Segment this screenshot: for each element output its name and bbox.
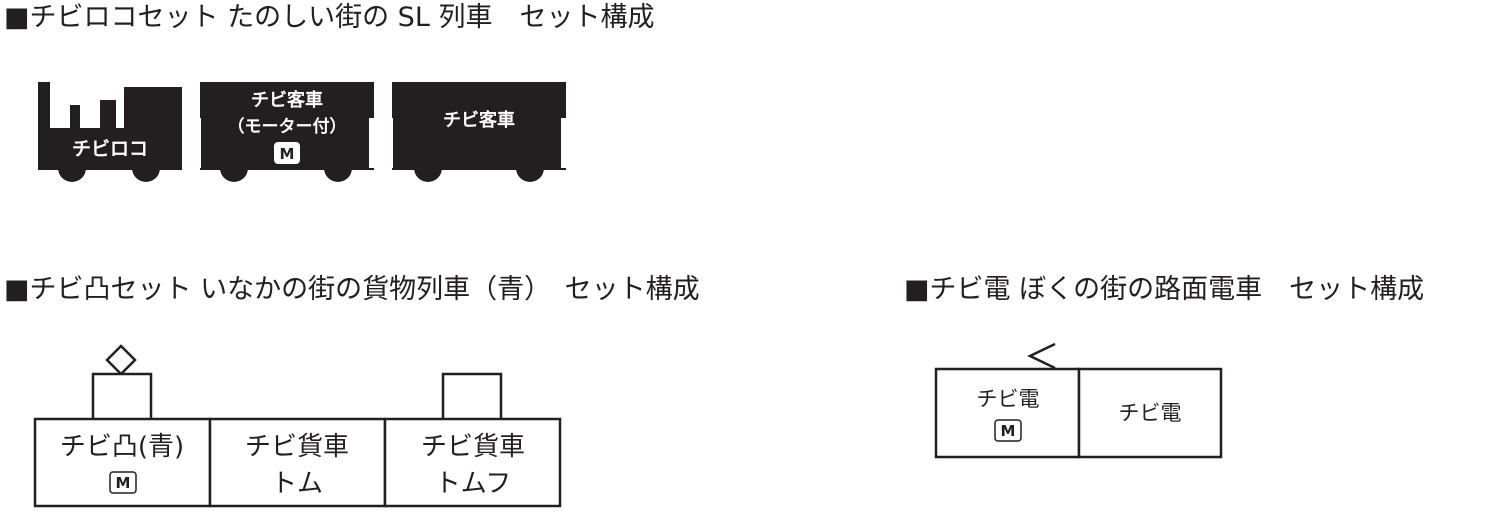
tram-motor-car-outline: チビ電 M xyxy=(934,342,1081,459)
wheel-icon xyxy=(516,154,544,182)
svg-text:M: M xyxy=(1001,422,1016,440)
car-label: トム xyxy=(271,469,323,499)
car-label: チビロコ xyxy=(72,138,148,160)
svg-text:M: M xyxy=(116,474,131,492)
set-heading-tram: ■チビ電 ぼくの街の路面電車 セット構成 xyxy=(904,274,1425,305)
pantograph-icon xyxy=(105,344,137,376)
sl-train-formation: チビロコ チビ客車 （モーター付） M チビ客車 xyxy=(38,82,567,182)
freight-car-tomfu-outline: チビ貨車 トムフ xyxy=(383,372,562,508)
passenger-car-motor-silhouette: チビ客車 （モーター付） M xyxy=(195,82,375,182)
car-label: チビ凸(青) xyxy=(60,432,184,462)
car-label: チビ客車 xyxy=(443,109,515,131)
trolley-pole-icon xyxy=(1027,342,1056,370)
set-heading-freight-train: ■チビ凸セット いなかの街の貨物列車（青） セット構成 xyxy=(4,274,700,305)
car-label: （モーター付） xyxy=(228,116,347,137)
loco-cab xyxy=(91,372,153,422)
car-label: チビ貨車 xyxy=(245,432,349,462)
car-label: チビ客車 xyxy=(251,89,323,111)
motor-badge-icon: M xyxy=(109,471,137,494)
locomotive-silhouette: チビロコ xyxy=(38,82,182,182)
wheel-icon xyxy=(414,154,442,182)
motor-badge-icon: M xyxy=(994,419,1022,442)
brake-van-hut xyxy=(441,372,503,422)
passenger-car-silhouette: チビ客車 xyxy=(387,82,567,182)
freight-loco-outline: チビ凸(青) M xyxy=(33,344,212,508)
tram-formation: チビ電 M チビ電 xyxy=(934,342,1223,459)
car-label: チビ貨車 xyxy=(421,432,525,462)
svg-text:M: M xyxy=(280,145,295,163)
tram-trailer-car-outline: チビ電 xyxy=(1077,367,1223,459)
wheel-icon xyxy=(58,154,86,182)
car-label: チビ電 xyxy=(977,387,1040,411)
car-label: トムフ xyxy=(435,469,511,499)
freight-car-tom-outline: チビ貨車 トム xyxy=(208,417,387,508)
wheel-icon xyxy=(132,154,160,182)
wheel-icon xyxy=(220,154,248,182)
freight-train-formation: チビ凸(青) M チビ貨車 トム チビ貨車 トムフ xyxy=(33,344,562,508)
motor-badge-icon: M xyxy=(274,142,300,164)
set-heading-sl-train: ■チビロコセット たのしい街の SL 列車 セット構成 xyxy=(4,2,655,33)
wheel-icon xyxy=(324,154,352,182)
car-label: チビ電 xyxy=(1119,401,1182,425)
